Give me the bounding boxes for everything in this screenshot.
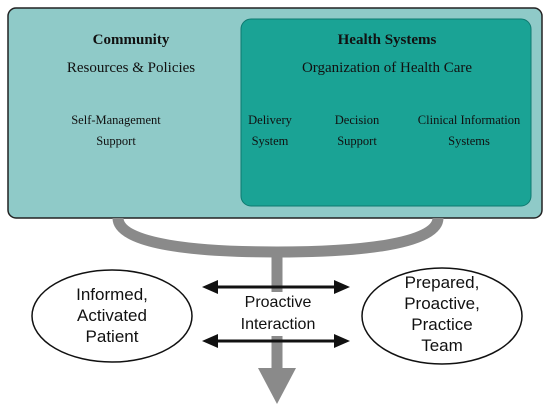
connector-curve	[112, 216, 444, 258]
down-arrow-head	[258, 368, 296, 404]
lower-double-arrow	[202, 334, 350, 348]
team-oval-text: Prepared, Proactive, Practice Team	[404, 273, 480, 355]
community-subtitle: Resources & Policies	[66, 60, 196, 76]
health-systems-subtitle: Organization of Health Care	[301, 60, 473, 76]
patient-oval	[31, 269, 193, 363]
health-item-delivery-system: Delivery System	[248, 113, 292, 148]
health-item-clinical-information-systems: Clinical Information Systems	[417, 113, 521, 148]
upper-double-arrow	[202, 280, 350, 294]
patient-oval-text: Informed, Activated Patient	[76, 285, 148, 346]
health-systems-box	[240, 18, 532, 207]
proactive-interaction-label: Proactive Interaction	[230, 292, 326, 336]
health-systems-title: Health Systems	[337, 32, 437, 48]
community-item-self-management: Self-Management Support	[71, 113, 161, 148]
health-item-decision-support: Decision Support	[334, 113, 380, 148]
team-oval	[361, 267, 523, 365]
community-title: Community	[92, 32, 170, 48]
